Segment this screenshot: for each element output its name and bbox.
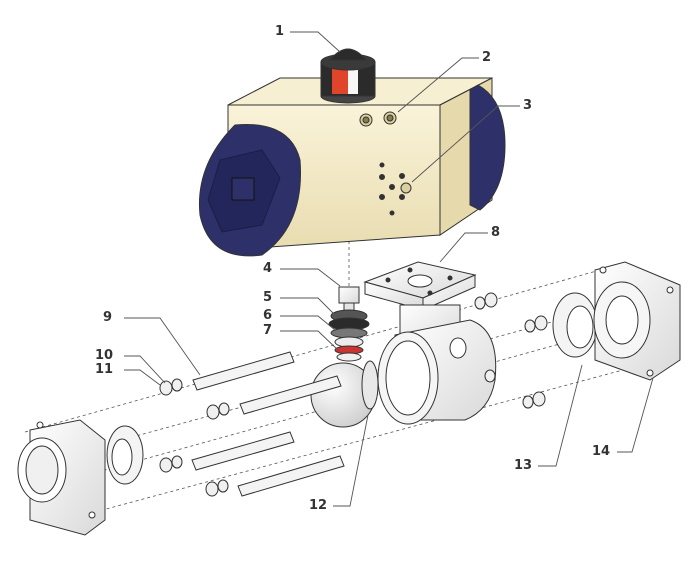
callout-1-label: 1 xyxy=(275,24,285,39)
tie-bolts xyxy=(191,351,345,497)
callout-12-label: 12 xyxy=(309,498,328,513)
left-seat xyxy=(106,425,144,485)
callout-14-label: 14 xyxy=(592,444,611,459)
callout-10-label: 10 xyxy=(95,348,114,363)
leader-lines xyxy=(124,31,654,507)
callout-5-label: 5 xyxy=(263,290,273,305)
callout-2-label: 2 xyxy=(482,50,492,65)
right-end-cap xyxy=(593,261,681,381)
valve-body xyxy=(377,304,497,425)
callout-3-label: 3 xyxy=(523,98,533,113)
callout-13-label: 13 xyxy=(514,458,533,473)
callout-11-label: 11 xyxy=(95,362,114,377)
right-seat xyxy=(552,292,598,358)
callout-8-label: 8 xyxy=(491,225,501,240)
callout-7-label: 7 xyxy=(263,323,273,338)
left-end-cap xyxy=(17,419,106,536)
callout-4-label: 4 xyxy=(263,261,273,276)
mounting-bracket xyxy=(363,261,477,311)
actuator xyxy=(198,48,506,257)
nuts-washers xyxy=(159,292,548,497)
callout-9-label: 9 xyxy=(103,310,113,325)
stem-stack xyxy=(328,286,370,362)
callout-6-label: 6 xyxy=(263,308,273,323)
